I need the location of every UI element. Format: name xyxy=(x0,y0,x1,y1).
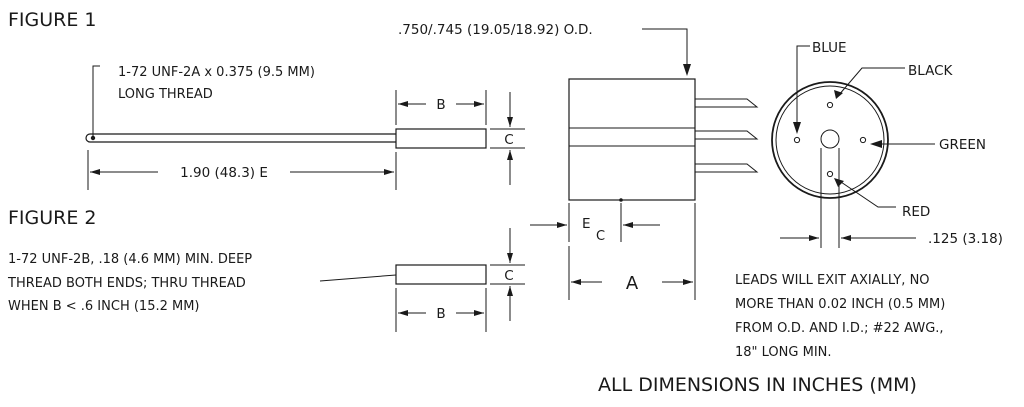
figure-1-dim-length xyxy=(87,150,397,190)
side-view-dim-a-label: A xyxy=(626,273,639,294)
lead-hole-green xyxy=(859,136,867,144)
lead-label-blue: BLUE xyxy=(812,40,847,56)
figure-2-dim-c-label: C xyxy=(504,268,513,284)
figure-1-dim-b xyxy=(395,90,487,125)
figure-1-thread-line-2: LONG THREAD xyxy=(118,87,213,102)
figure-1-title: FIGURE 1 xyxy=(8,9,97,31)
figure-2-dim-b-label: B xyxy=(436,306,445,322)
figure-2-note-line-2: THREAD BOTH ENDS; THRU THREAD xyxy=(7,276,246,291)
figure-2-note-leader xyxy=(319,274,397,282)
figure-2-note-line-3: WHEN B < .6 INCH (15.2 MM) xyxy=(8,299,200,314)
lead-label-green: GREEN xyxy=(939,137,986,153)
side-view-leads xyxy=(695,98,759,173)
lead-hole-red xyxy=(826,170,834,178)
cylinder-side-view xyxy=(568,78,696,202)
figure-2-note-line-1: 1-72 UNF-2B, .18 (4.6 MM) MIN. DEEP xyxy=(8,252,252,267)
lead-hole-black xyxy=(826,101,834,109)
lead-label-red: RED xyxy=(902,204,930,220)
figure-1-dim-c xyxy=(490,92,525,185)
od-label: .750/.745 (19.05/18.92) O.D. xyxy=(398,22,593,38)
leads-note-line-3: FROM O.D. AND I.D.; #22 AWG., xyxy=(735,321,944,336)
dimensions-footer: ALL DIMENSIONS IN INCHES (MM) xyxy=(598,374,917,396)
figure-1-sleeve xyxy=(395,128,487,149)
od-leader xyxy=(642,28,688,70)
leads-note-line-2: MORE THAN 0.02 INCH (0.5 MM) xyxy=(735,297,945,312)
od-arrowhead xyxy=(683,64,691,76)
figure-1-dim-b-label: B xyxy=(436,97,445,113)
end-view-dim-spacing-label: .125 (3.18) xyxy=(928,231,1003,247)
side-view-dim-e xyxy=(530,203,660,242)
figure-2-dim-c xyxy=(490,228,525,321)
cylinder-end-view xyxy=(771,81,889,199)
side-view-dim-e-label: E xyxy=(582,216,591,232)
figure-1-dim-length-label: 1.90 (48.3) E xyxy=(180,165,268,181)
figure-1-thread-line-1: 1-72 UNF-2A x 0.375 (9.5 MM) xyxy=(118,65,315,80)
side-view-dim-e-subscript: C xyxy=(596,229,605,244)
end-view-dim-spacing xyxy=(780,148,916,248)
side-view-dim-a xyxy=(568,203,696,300)
figure-1-dim-c-label: C xyxy=(504,132,513,148)
figure-2-sleeve xyxy=(395,264,487,285)
leads-note-line-1: LEADS WILL EXIT AXIALLY, NO xyxy=(735,273,930,288)
lead-label-black: BLACK xyxy=(908,63,954,79)
figure-2-dim-b xyxy=(395,288,487,332)
thread-callout-leader xyxy=(92,65,100,138)
figure-1-rod xyxy=(85,133,396,143)
leads-note-line-4: 18" LONG MIN. xyxy=(735,345,832,360)
lead-hole-blue xyxy=(793,136,801,144)
figure-2-title: FIGURE 2 xyxy=(8,207,97,229)
